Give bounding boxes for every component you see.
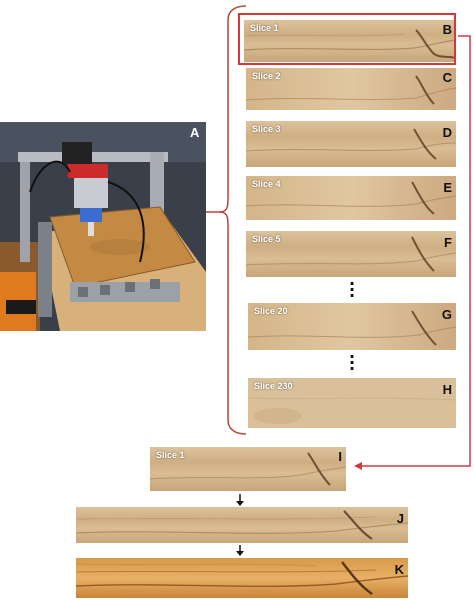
- slice-panel-d: Slice 3 D: [246, 121, 456, 167]
- slice-label-h: Slice 230: [254, 381, 293, 391]
- panel-k: K: [76, 558, 408, 598]
- panel-j: J: [76, 507, 408, 543]
- panel-letter-d: D: [442, 125, 452, 140]
- slice-panel-c: Slice 2 C: [246, 68, 456, 110]
- wood-texture: [246, 121, 456, 167]
- ellipsis-dots-2: ···: [348, 347, 356, 378]
- panel-letter-a: A: [190, 125, 200, 140]
- panel-letter-c: C: [442, 70, 452, 85]
- slice-label-i: Slice 1: [156, 450, 185, 460]
- wood-texture: [76, 507, 408, 543]
- slice-label-f: Slice 5: [252, 234, 281, 244]
- slice-label-b: Slice 1: [250, 23, 279, 33]
- slice-label-d: Slice 3: [252, 124, 281, 134]
- cnc-machine-photo: A: [0, 122, 206, 331]
- wood-texture: [246, 176, 456, 220]
- slice-panel-e: Slice 4 E: [246, 176, 456, 220]
- wood-texture: [246, 231, 456, 277]
- wood-texture: [150, 447, 346, 491]
- wood-texture: [244, 20, 456, 62]
- slice-panel-h: Slice 230 H: [248, 378, 456, 428]
- slice-label-c: Slice 2: [252, 71, 281, 81]
- slice-panel-f: Slice 5 F: [246, 231, 456, 277]
- highlight-box: [238, 13, 456, 65]
- ellipsis-dots-1: ···: [348, 274, 356, 305]
- panel-letter-g: G: [441, 307, 452, 322]
- panel-letter-h: H: [442, 382, 452, 397]
- panel-letter-j: J: [396, 511, 404, 526]
- wood-texture: [76, 558, 408, 598]
- wood-texture: [248, 303, 456, 350]
- panel-letter-i: I: [338, 449, 342, 464]
- wood-texture: [246, 68, 456, 110]
- wood-texture: [248, 378, 456, 428]
- slice-label-e: Slice 4: [252, 179, 281, 189]
- panel-letter-b: B: [442, 22, 452, 37]
- cnc-machine-illustration: [0, 122, 206, 331]
- slice-panel-g: Slice 20 G: [248, 303, 456, 350]
- panel-letter-f: F: [444, 235, 452, 250]
- slice-panel-b: Slice 1 B: [244, 20, 456, 62]
- slice-label-g: Slice 20: [254, 306, 288, 316]
- slice-panel-i: Slice 1 I: [150, 447, 346, 491]
- panel-letter-e: E: [443, 180, 452, 195]
- panel-letter-k: K: [394, 562, 404, 577]
